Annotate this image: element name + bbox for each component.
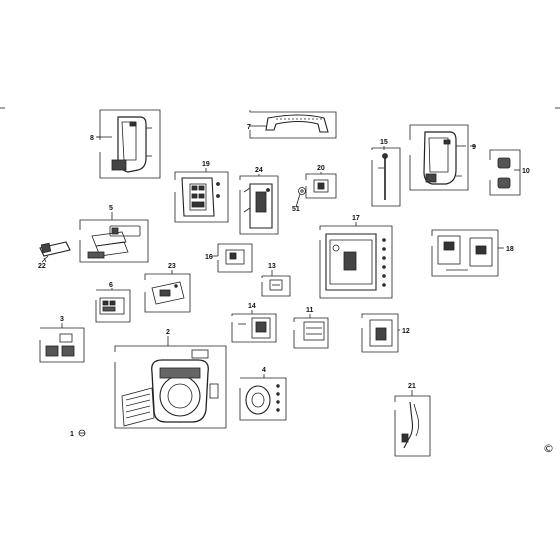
label-part-18: 18: [506, 246, 514, 253]
label-part-11: 11: [306, 307, 314, 314]
label-part-23: 23: [168, 263, 176, 270]
part-12-board: [361, 313, 399, 353]
label-part-19: 19: [202, 161, 210, 168]
part-9-right-housing: [409, 124, 469, 191]
part-3-knobs: [39, 327, 85, 363]
part-13-clip: [261, 275, 291, 297]
label-part-3: 3: [60, 316, 64, 323]
label-part-4: 4: [262, 367, 266, 374]
part-2-main-body: [114, 345, 227, 429]
part-6-small-board: [95, 289, 131, 323]
part-22-battery: [39, 241, 71, 263]
part-24-board: [239, 175, 279, 235]
label-part-24: 24: [255, 167, 263, 174]
label-part-14: 14: [248, 303, 256, 310]
part-11-module: [293, 317, 329, 349]
part-18-panels: [431, 229, 499, 277]
part-4-speaker: [239, 377, 287, 421]
part-21-cable: [394, 395, 431, 457]
part-labels: 8 7 9 10 15 19 24 20 51 5 22 16 23 6 13 …: [38, 124, 530, 438]
copyright-mark: ©: [543, 442, 554, 455]
part-17-rear-housing: [319, 225, 393, 299]
label-part-22: 22: [38, 263, 46, 270]
label-part-9: 9: [472, 144, 476, 151]
label-part-1: 1: [70, 431, 74, 438]
part-10-clips: [489, 149, 521, 196]
label-part-10: 10: [522, 168, 530, 175]
label-part-13: 13: [268, 263, 276, 270]
label-part-15: 15: [380, 139, 388, 146]
label-part-17: 17: [352, 215, 360, 222]
part-51-washer: [298, 187, 306, 195]
label-part-51: 51: [292, 206, 300, 213]
label-part-6: 6: [109, 282, 113, 289]
part-23-bracket: [144, 273, 191, 313]
part-20-jack: [305, 173, 337, 199]
part-15-antenna-rod: [371, 147, 401, 207]
label-part-5: 5: [109, 205, 113, 212]
label-part-20: 20: [317, 165, 325, 172]
label-part-8: 8: [90, 135, 94, 142]
label-part-7: 7: [247, 124, 251, 131]
label-part-2: 2: [166, 329, 170, 336]
part-16-module: [217, 243, 253, 273]
part-14-module: [231, 313, 277, 343]
part-8-left-housing: [97, 109, 161, 179]
part-5-battery-items: [79, 219, 149, 263]
label-part-21: 21: [408, 383, 416, 390]
label-part-12: 12: [402, 328, 410, 335]
part-7-handle: [249, 110, 337, 139]
label-part-16: 16: [205, 254, 213, 261]
part-1-marker: [78, 429, 86, 437]
part-19-control-panel: [174, 171, 229, 223]
